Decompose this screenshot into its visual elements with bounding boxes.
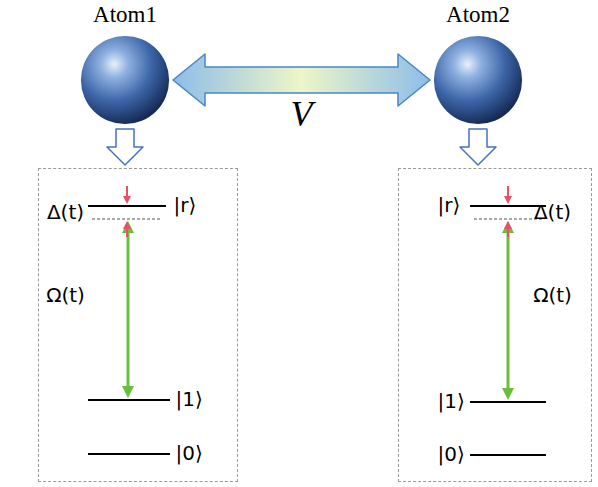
atom-label: Atom1 — [93, 2, 157, 28]
block-arrow — [107, 129, 143, 165]
level-label: |r⟩ — [438, 194, 461, 217]
level-label: Δ(t) — [47, 201, 84, 224]
detuning-arrowhead — [123, 221, 131, 229]
level-scheme-box: Δ(t) |r⟩ Ω(t) |1⟩ |0⟩ — [38, 168, 238, 482]
detuning-arrow — [507, 186, 509, 197]
detuning-arrow — [126, 186, 128, 197]
block-arrow — [460, 129, 496, 165]
atom-sphere — [433, 35, 523, 125]
atom-sphere-node: Atom2 — [433, 35, 523, 125]
detuning-arrowhead — [504, 196, 512, 204]
level-label: Ω(t) — [46, 284, 85, 307]
virtual-level — [92, 218, 162, 219]
level-label: |r⟩ — [174, 194, 197, 217]
detuning-arrow — [507, 228, 509, 237]
laser-arrowhead — [122, 386, 134, 398]
detuning-arrow — [126, 228, 128, 237]
level-line — [470, 454, 546, 456]
laser-arrow — [127, 231, 130, 388]
atom-label: Atom2 — [446, 2, 510, 28]
detuning-arrowhead — [504, 221, 512, 229]
virtual-level — [474, 218, 542, 219]
detuning-arrowhead — [123, 196, 131, 204]
level-label: |0⟩ — [176, 442, 203, 465]
atom-sphere-node: Atom1 — [80, 35, 170, 125]
level-label: Ω(t) — [533, 284, 572, 307]
level-line — [470, 401, 546, 403]
level-line — [88, 453, 170, 455]
level-label: |1⟩ — [176, 388, 203, 411]
atom-sphere — [80, 35, 170, 125]
level-line — [88, 399, 170, 401]
level-scheme-box: |r⟩ Δ(t) Ω(t) |1⟩ |0⟩ — [398, 168, 592, 482]
level-label: |1⟩ — [438, 390, 465, 413]
level-label: Δ(t) — [534, 201, 571, 224]
level-label: |0⟩ — [438, 443, 465, 466]
laser-arrowhead — [502, 388, 514, 400]
level-line — [88, 205, 166, 207]
laser-arrow — [507, 231, 510, 390]
interaction-label: V — [289, 96, 315, 132]
